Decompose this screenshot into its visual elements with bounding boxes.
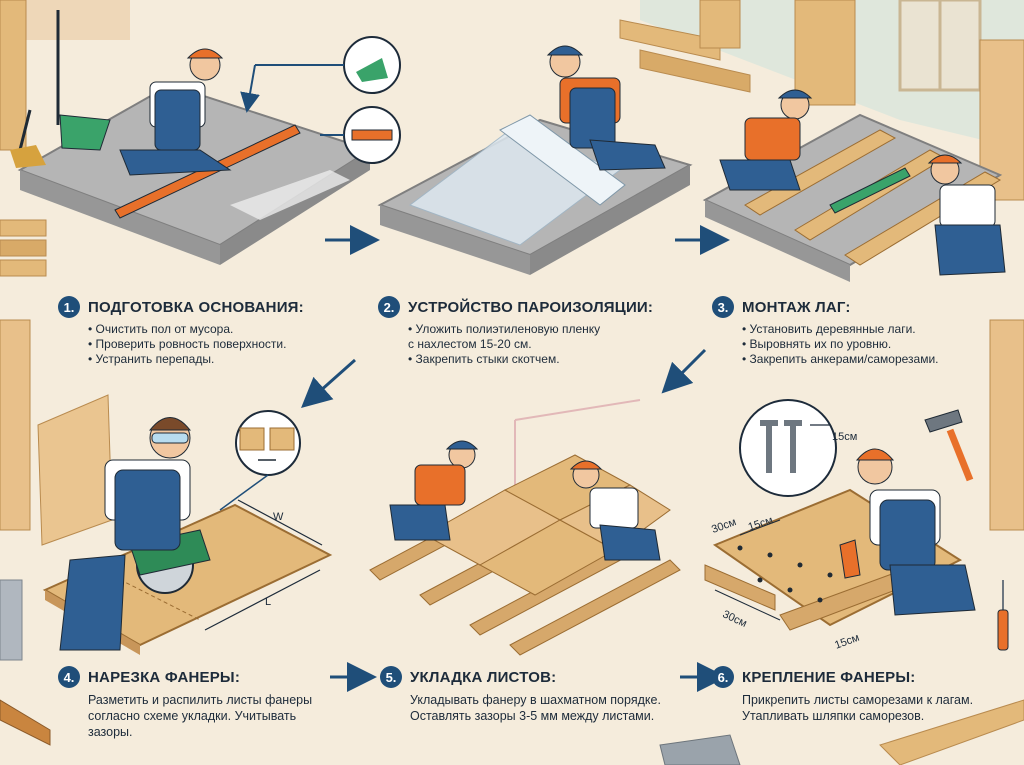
step-title: УКЛАДКА ЛИСТОВ: [410,668,557,686]
worker-figure [389,440,479,541]
step-title: УСТРОЙСТВО ПАРОИЗОЛЯЦИИ: [408,298,654,316]
worker-figure [569,460,661,561]
edge-label-b: 15см [833,632,861,652]
gap-detail-icon [235,410,301,476]
screw-length-label: 15см [832,431,857,443]
screwdriver-icon [997,580,1009,651]
step-number: 4. [58,666,80,688]
scene-vapor-barrier [377,45,693,275]
level-icon [351,129,393,141]
bullet-item: Выровнять их по уровню. [742,337,1022,352]
bullet-item: Очистить пол от мусора. [88,322,368,337]
step-title: КРЕПЛЕНИЕ ФАНЕРЫ: [742,668,916,686]
bullet-item: Установить деревянные лаги. [742,322,1022,337]
length-dimension-line [204,569,321,631]
dustpan-icon [356,58,388,82]
arrow-icon [661,348,707,394]
step-number: 1. [58,296,80,318]
length-label: L [265,596,271,608]
step-bullets: Установить деревянные лаги. Выровнять их… [742,322,1022,367]
bullet-item: Закрепить анкерами/саморезами. [742,352,1022,367]
screw-markers [737,545,833,603]
scene-cutting: W L [42,410,333,655]
scene-fastening: 15см 30см 30см 15см [704,399,1009,652]
step-bullets: Уложить полиэтиленовую пленку с нахлесто… [408,322,688,367]
bullet-item: Закрепить стыки скотчем. [408,352,688,367]
screws-icon [739,399,837,497]
width-label: W [273,511,284,523]
bullet-item: Проверить ровность поверхности. [88,337,368,352]
step-6: 6. КРЕПЛЕНИЕ ФАНЕРЫ: Прикрепить листы са… [712,666,982,724]
scene-joists [702,89,1006,282]
step-number: 2. [378,296,400,318]
hammer-icon [924,409,974,482]
scene-base-preparation [10,10,401,265]
worker-figure [546,45,666,171]
step-2: 2. УСТРОЙСТВО ПАРОИЗОЛЯЦИИ: Уложить поли… [378,296,688,367]
step-number: 6. [712,666,734,688]
step-4: 4. НАРЕЗКА ФАНЕРЫ: Разметить и распилить… [58,666,338,740]
spacing-label-a: 30см [710,516,738,536]
step-title: НАРЕЗКА ФАНЕРЫ: [88,668,241,686]
step-5: 5. УКЛАДКА ЛИСТОВ: Укладывать фанеру в ш… [380,666,670,724]
step-bullets: Очистить пол от мусора. Проверить ровнос… [88,322,368,367]
bullet-item: Устранить перепады. [88,352,368,367]
step-description: Укладывать фанеру в шахматном порядке. О… [410,693,661,723]
step-3: 3. МОНТАЖ ЛАГ: Установить деревянные лаг… [712,296,1022,367]
step-1: 1. ПОДГОТОВКА ОСНОВАНИЯ: Очистить пол от… [58,296,368,367]
step-title: МОНТАЖ ЛАГ: [742,298,851,316]
width-dimension-line [237,499,323,546]
step-description: Разметить и распилить листы фанеры согла… [88,693,313,739]
worker-figure [59,417,192,651]
step-number: 3. [712,296,734,318]
worker-figure [119,48,232,176]
worker-figure [927,154,1006,276]
worker-figure [719,89,813,191]
worker-figure [839,448,976,616]
spacing-label-b: 30см [721,608,749,630]
step-description: Прикрепить листы саморезами к лагам. Ута… [742,693,974,723]
step-title: ПОДГОТОВКА ОСНОВАНИЯ: [88,298,304,316]
bullet-item: Уложить полиэтиленовую пленку с нахлесто… [408,322,688,352]
scene-laying-sheets [369,399,681,656]
step-number: 5. [380,666,402,688]
